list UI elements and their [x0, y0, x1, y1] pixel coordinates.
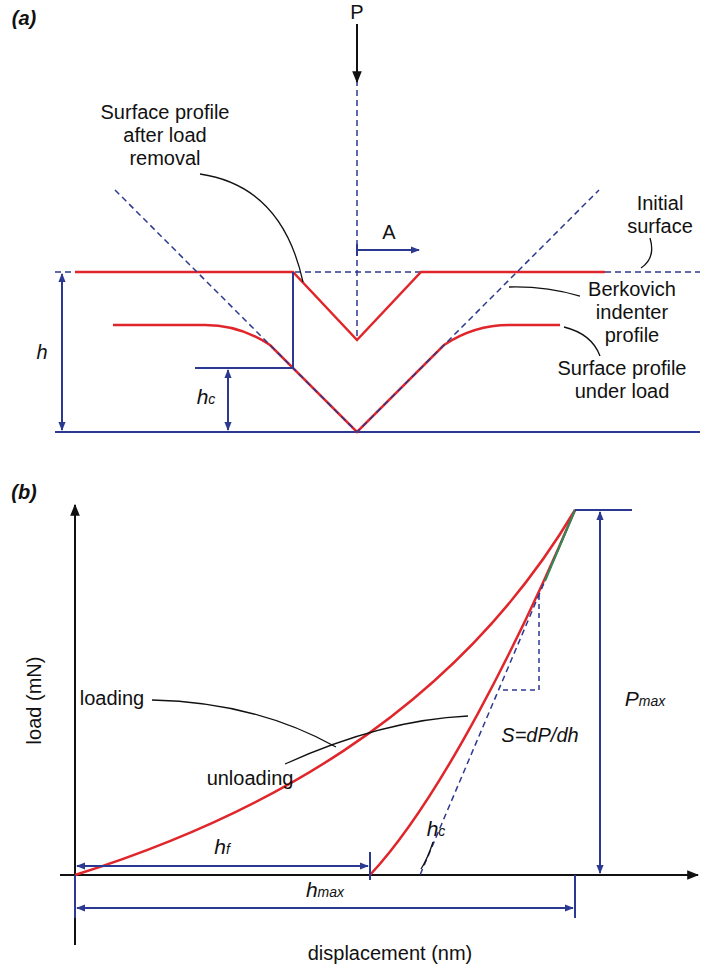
hmax-dimension: [77, 907, 573, 909]
unloading-curve: [370, 510, 575, 875]
hmax-tick: [74, 875, 76, 918]
panel-label: (b): [11, 481, 37, 504]
pmax-dimension: [599, 512, 601, 873]
loading-curve: [75, 510, 575, 875]
leader-lines: [152, 700, 468, 869]
surface-under-load: [113, 325, 560, 432]
surface-after-removal: [75, 272, 605, 340]
dimension-label: hmax: [306, 878, 344, 904]
x-axis: [60, 874, 698, 876]
dimension-label: hc: [197, 385, 216, 411]
dimension-label: Pmax: [625, 687, 665, 713]
a-tick: [356, 244, 358, 256]
axis-title: displacement (nm): [308, 942, 473, 965]
y-axis: [74, 505, 76, 945]
area-symbol: A: [382, 221, 395, 244]
stiffness-label: S=dP/dh: [501, 724, 578, 747]
contact-depth-line: [195, 367, 293, 369]
load-arrow: [356, 24, 358, 82]
axis-title: load (mN): [24, 656, 47, 744]
slope-triangle: [499, 595, 539, 690]
dimension-label: h: [36, 341, 47, 364]
tangent-fit: [545, 510, 575, 581]
dimension-label: hf: [214, 835, 230, 861]
h-dimension: [61, 274, 63, 430]
hmax-tick: [574, 875, 576, 918]
max-depth-line: [55, 431, 700, 433]
tangent-line: [420, 510, 575, 875]
hc-dimension: [227, 370, 229, 430]
callout-label: Berkovich indenter profile: [580, 278, 685, 347]
panel-label: (a): [12, 7, 36, 30]
callout-label: Surface profile after load removal: [90, 101, 240, 170]
dimension-label: hc: [427, 817, 446, 843]
a-dimension: [357, 249, 419, 251]
hf-tick: [369, 852, 371, 880]
leader-lines: [200, 174, 652, 356]
pmax-tick: [575, 509, 632, 511]
curve-label: loading: [80, 687, 145, 710]
callout-label: Surface profile under load: [547, 357, 697, 403]
contact-edge-line: [292, 272, 294, 368]
hf-dimension: [77, 865, 368, 867]
load-symbol: P: [350, 1, 363, 24]
callout-label: Initial surface: [620, 192, 700, 238]
curve-label: unloading: [207, 767, 294, 790]
